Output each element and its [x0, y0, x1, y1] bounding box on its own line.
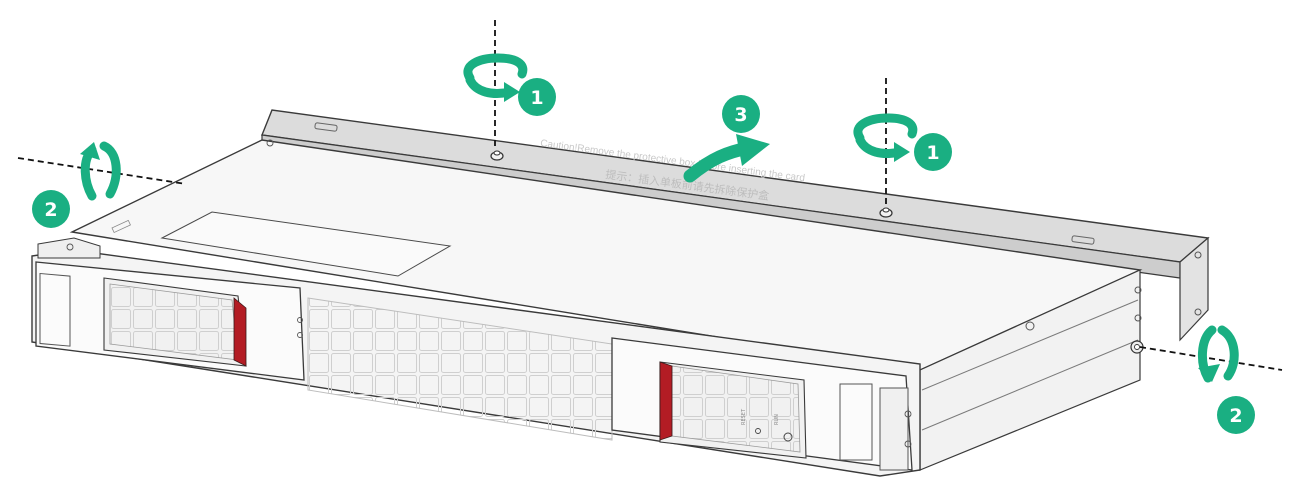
right-ejector-handle[interactable]: RESET RUN	[611, 337, 913, 471]
step-badge	[1217, 396, 1255, 434]
step-number: 1	[530, 87, 543, 109]
step-number: 2	[1229, 405, 1242, 427]
reset-label: RESET	[741, 408, 747, 425]
step-number: 1	[926, 142, 939, 164]
card-body	[69, 139, 1143, 471]
left-ejector-handle[interactable]	[35, 261, 305, 381]
rotate-icon	[853, 113, 918, 162]
rotate-icon	[1198, 325, 1239, 383]
vent-grid	[307, 297, 613, 441]
step-2-left: 2	[32, 141, 121, 228]
step-1-left: 1	[463, 53, 556, 116]
rotate-icon	[463, 53, 528, 102]
screw-icon	[879, 207, 893, 218]
step-badge	[722, 95, 760, 133]
rotate-icon	[80, 141, 121, 201]
run-label: RUN	[774, 414, 780, 425]
left-latch-release[interactable]	[233, 297, 247, 367]
rotation-axes	[17, 20, 1283, 371]
step-badge	[518, 78, 556, 116]
step-2-right: 2	[1198, 325, 1255, 434]
screw-icon	[490, 150, 504, 161]
arrow-right-icon	[683, 134, 770, 183]
step-3-slide: 3	[683, 95, 770, 183]
step-badge	[32, 190, 70, 228]
step-1-right: 1	[853, 113, 952, 171]
step-number: 3	[734, 104, 747, 126]
front-panel: RESET RUN	[31, 237, 1144, 477]
right-latch-release[interactable]	[659, 361, 673, 441]
protective-top-panel: Caution!Remove the protective box before…	[261, 109, 1210, 342]
step-badge	[914, 133, 952, 171]
step-number: 2	[44, 199, 57, 221]
